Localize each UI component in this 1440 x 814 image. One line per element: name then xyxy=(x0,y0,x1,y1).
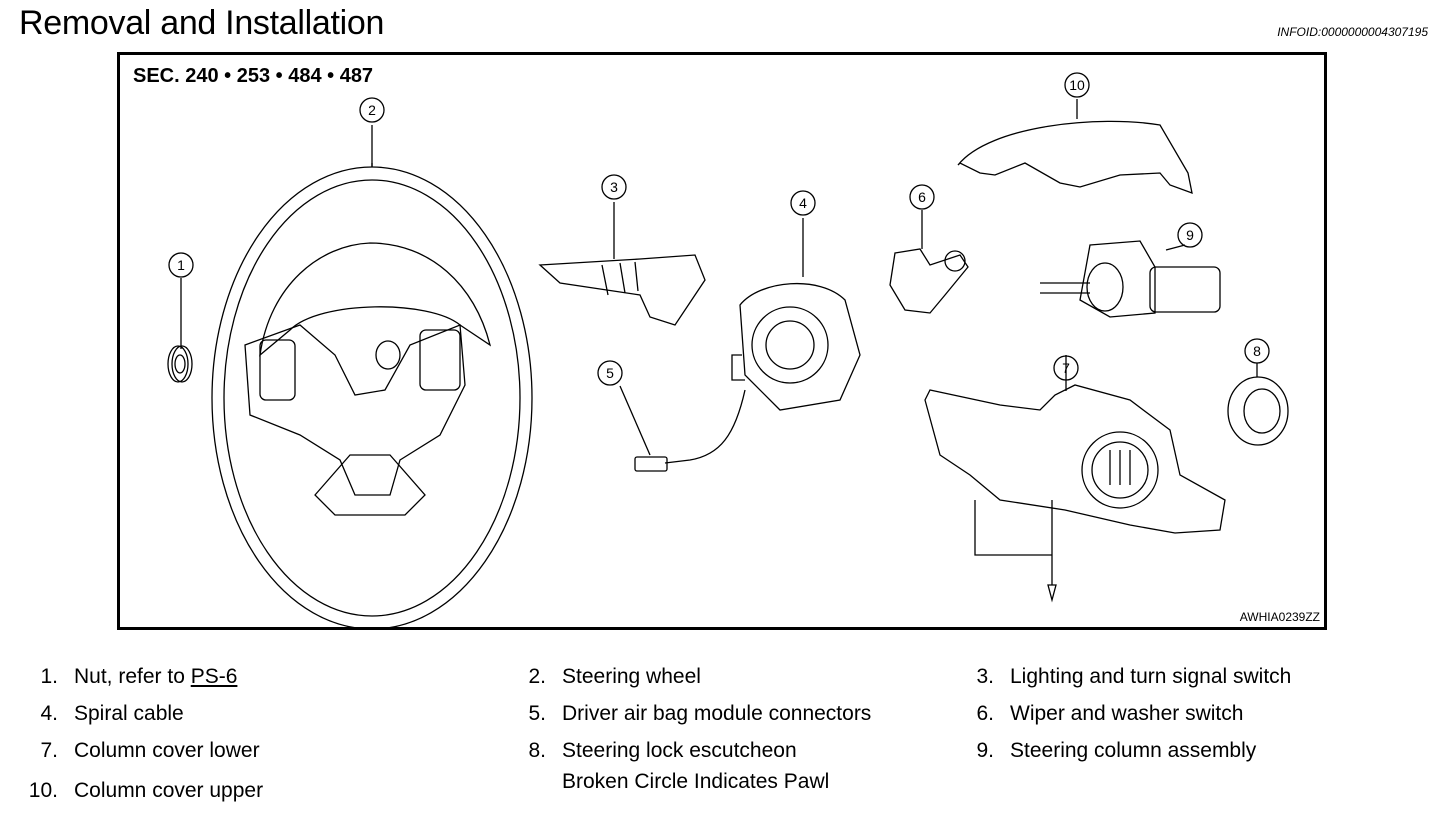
callout-7: 7 xyxy=(1062,360,1070,376)
legend-number: 1. xyxy=(40,665,58,688)
steering-wheel-part xyxy=(211,125,533,627)
legend-text: Driver air bag module connectors xyxy=(562,702,872,725)
page-title: Removal and Installation xyxy=(19,4,385,42)
legend-text: Steering wheel xyxy=(562,665,701,688)
legend-number: 6. xyxy=(976,702,994,725)
callout-3: 3 xyxy=(610,179,618,195)
callout-5: 5 xyxy=(606,365,614,381)
legend-number: 5. xyxy=(528,702,546,725)
exploded-diagram: SEC. 240 • 253 • 484 • 487 AWHIA0239ZZ xyxy=(117,52,1327,630)
callout-1: 1 xyxy=(177,257,185,273)
callout-9: 9 xyxy=(1186,227,1194,243)
escutcheon-part xyxy=(1227,363,1289,446)
spiral-cable-part xyxy=(731,218,861,411)
callout-8: 8 xyxy=(1253,343,1261,359)
callout-6: 6 xyxy=(918,189,926,205)
wiper-switch-part xyxy=(889,210,969,314)
legend-number: 3. xyxy=(976,665,994,688)
legend-number: 10. xyxy=(28,779,58,802)
legend-text: Column cover upper xyxy=(74,779,264,802)
parts-legend: 1. Nut, refer to PS-6 2. Steering wheel … xyxy=(0,660,1440,810)
legend-text: Spiral cable xyxy=(74,702,184,725)
section-reference: SEC. 240 • 253 • 484 • 487 xyxy=(133,65,374,87)
figure-code: AWHIA0239ZZ xyxy=(1239,610,1320,624)
legend-text: Steering column assembly xyxy=(1010,739,1257,762)
info-id: INFOID:0000000004307195 xyxy=(1277,25,1428,39)
nut-part xyxy=(167,278,193,383)
legend-number: 9. xyxy=(976,739,994,762)
callout-10: 10 xyxy=(1069,77,1085,93)
callout-labels: 1 2 3 4 5 6 7 8 9 10 xyxy=(177,77,1261,381)
ps-6-link[interactable]: PS-6 xyxy=(190,665,238,688)
column-cover-lower-part xyxy=(924,355,1226,603)
legend-text: Lighting and turn signal switch xyxy=(1010,665,1292,688)
diagram-drawing: 1 2 3 4 5 6 7 8 9 10 xyxy=(167,72,1289,627)
turn-signal-switch-part xyxy=(538,202,706,326)
legend-number: 2. xyxy=(528,665,546,688)
callout-4: 4 xyxy=(799,195,807,211)
legend-text: Nut, refer to xyxy=(74,665,191,688)
legend-text: Wiper and washer switch xyxy=(1010,702,1244,725)
legend-number: 7. xyxy=(40,739,58,762)
column-cover-upper-part xyxy=(957,99,1193,195)
airbag-connector-part xyxy=(619,385,746,472)
legend-number: 8. xyxy=(528,739,546,762)
legend-note: Broken Circle Indicates Pawl xyxy=(562,770,830,793)
callout-markers xyxy=(168,72,1270,386)
callout-2: 2 xyxy=(368,102,376,118)
steering-column-part xyxy=(1040,240,1221,318)
legend-number: 4. xyxy=(40,702,58,725)
legend-text: Column cover lower xyxy=(74,739,260,762)
legend-text: Steering lock escutcheon xyxy=(562,739,797,762)
